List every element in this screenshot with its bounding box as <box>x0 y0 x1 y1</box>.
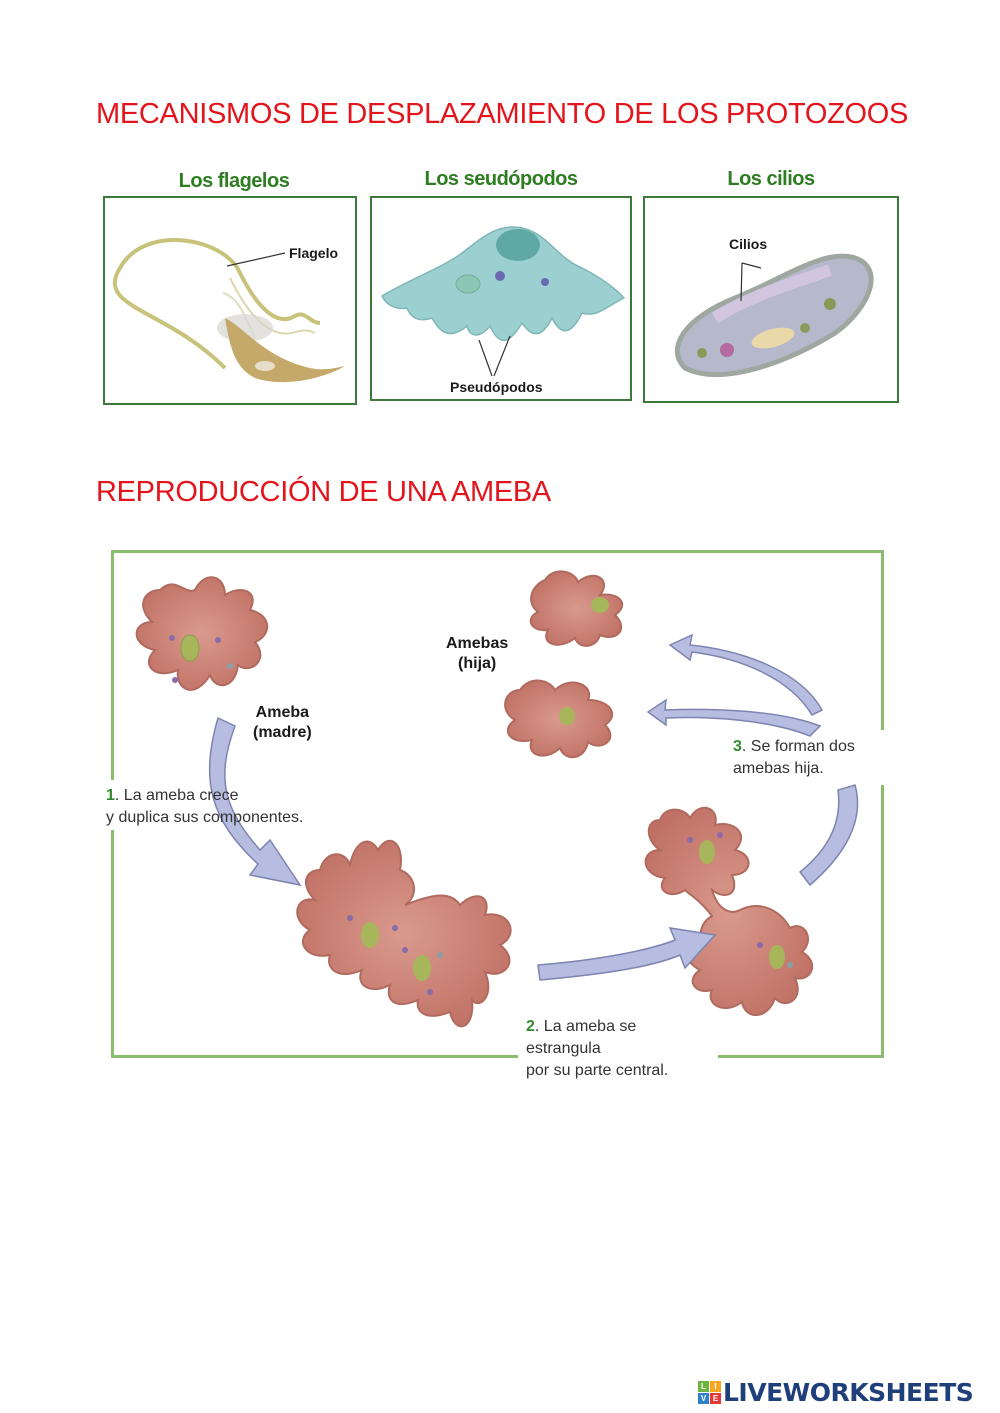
cilios-label: Cilios <box>729 236 768 252</box>
flagellate-illustration <box>112 238 345 383</box>
panel-title-flagella: Los flagelos <box>178 170 290 192</box>
step-1-caption: 1. La ameba crece y duplica sus componen… <box>106 787 304 826</box>
constricting-ameba <box>644 806 814 1016</box>
liveworksheets-logo-icon: L I V E <box>698 1381 721 1404</box>
daughter-ameba-top <box>529 570 624 647</box>
step-3-caption: 3. Se forman dos amebas hija. <box>733 738 855 777</box>
arrow-step-3-top <box>668 633 824 716</box>
arrow-step-2 <box>537 927 717 981</box>
daughter-amebas-label: Amebas (hija) <box>446 635 509 672</box>
paramecium-illustration <box>674 253 874 378</box>
arrow-step-3-return <box>798 784 859 887</box>
mother-ameba-label: Ameba (madre) <box>253 704 312 741</box>
brand-name: LIVEWORKSHEETS <box>723 1378 974 1407</box>
pseudopodos-label: Pseudópodos <box>450 379 543 395</box>
cilia-panel: Cilios <box>643 196 899 403</box>
arrow-step-3-bottom <box>646 698 822 737</box>
mother-ameba <box>135 576 269 691</box>
panel-title-pseudopods: Los seudópodos <box>424 168 579 190</box>
flagelo-label: Flagelo <box>289 245 339 261</box>
ameba-pseudopod-illustration <box>381 226 626 377</box>
arrow-step-1 <box>208 716 302 887</box>
flagella-panel: Flagelo <box>103 196 357 405</box>
panel-title-cilia: Los cilios <box>727 168 815 190</box>
step-2-caption: 2. La ameba se estrangula por su parte c… <box>526 1018 669 1079</box>
flagelo-pointer-line <box>226 252 286 267</box>
growing-ameba <box>296 839 512 1028</box>
section-title-reproduction: REPRODUCCIÓN DE UNA AMEBA <box>96 476 551 508</box>
pseudopods-panel: Pseudópodos <box>370 196 632 401</box>
process-arrows <box>208 633 859 981</box>
liveworksheets-brand[interactable]: L I V E LIVEWORKSHEETS <box>698 1378 974 1407</box>
section-title-locomotion: MECANISMOS DE DESPLAZAMIENTO DE LOS PROT… <box>96 98 909 130</box>
daughter-ameba-bottom <box>504 679 614 758</box>
ameba-reproduction-illustration <box>135 570 859 1028</box>
